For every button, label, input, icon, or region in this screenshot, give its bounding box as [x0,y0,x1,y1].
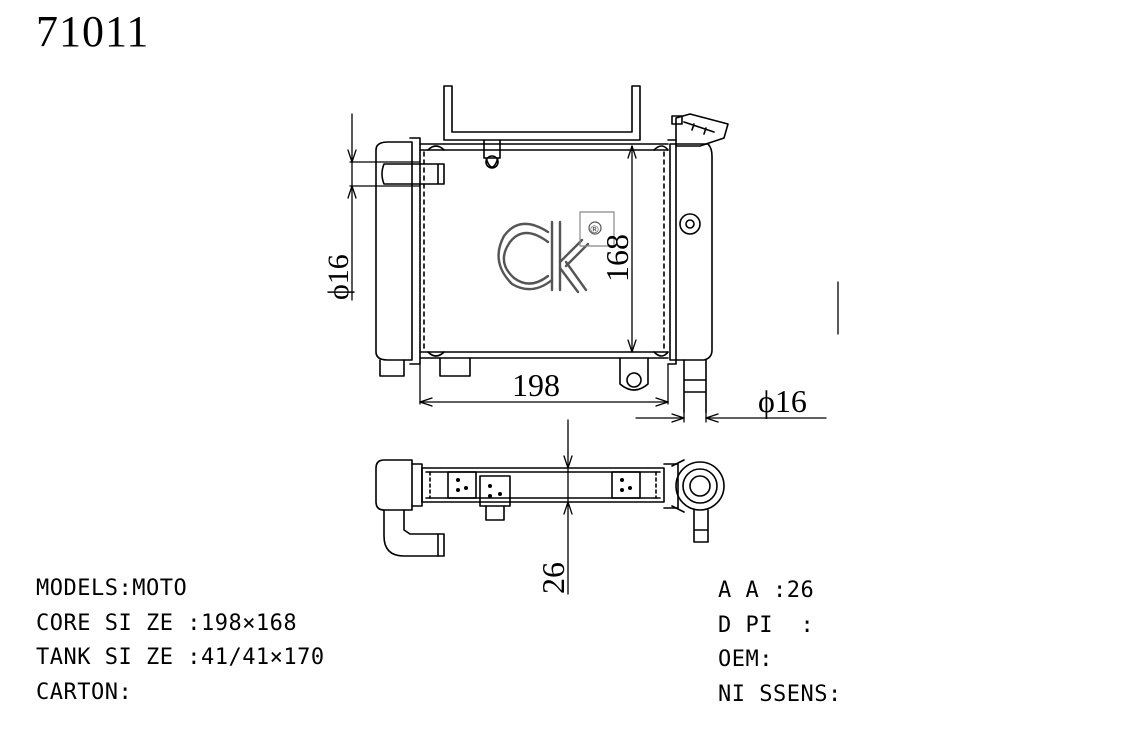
specs-left: MODELS:MOTO CORE SI ZE :198×168 TANK SI … [36,572,325,710]
spec-oem: OEM: [718,647,773,672]
spec-models: MODELS:MOTO [36,576,188,601]
side-view [375,459,725,557]
dim-core-width: 198 [512,367,560,403]
thickness-dimension [563,419,573,595]
spec-nissens: NI SSENS: [718,681,842,707]
dimension-lines [347,113,839,423]
dim-pipe-top: ϕ16 [322,254,355,300]
spec-carton: CARTON: [36,679,133,705]
registered-mark: ® [589,223,600,236]
spec-tank-size: TANK SI ZE :41/41×170 [36,645,325,670]
specs-right: A A :26 D PI : OEM: NI SSENS: [718,574,842,712]
dim-core-height: 168 [599,234,635,282]
dim-thickness: 26 [535,562,571,594]
dim-pipe-right: ϕ16 [758,383,807,419]
part-number: 71011 [36,7,150,56]
front-view [375,85,729,413]
spec-aa: A A :26 [718,578,815,603]
spec-core-size: CORE SI ZE :198×168 [36,610,298,636]
ck-logo [497,211,615,294]
spec-dpi: D PI : [718,612,815,638]
